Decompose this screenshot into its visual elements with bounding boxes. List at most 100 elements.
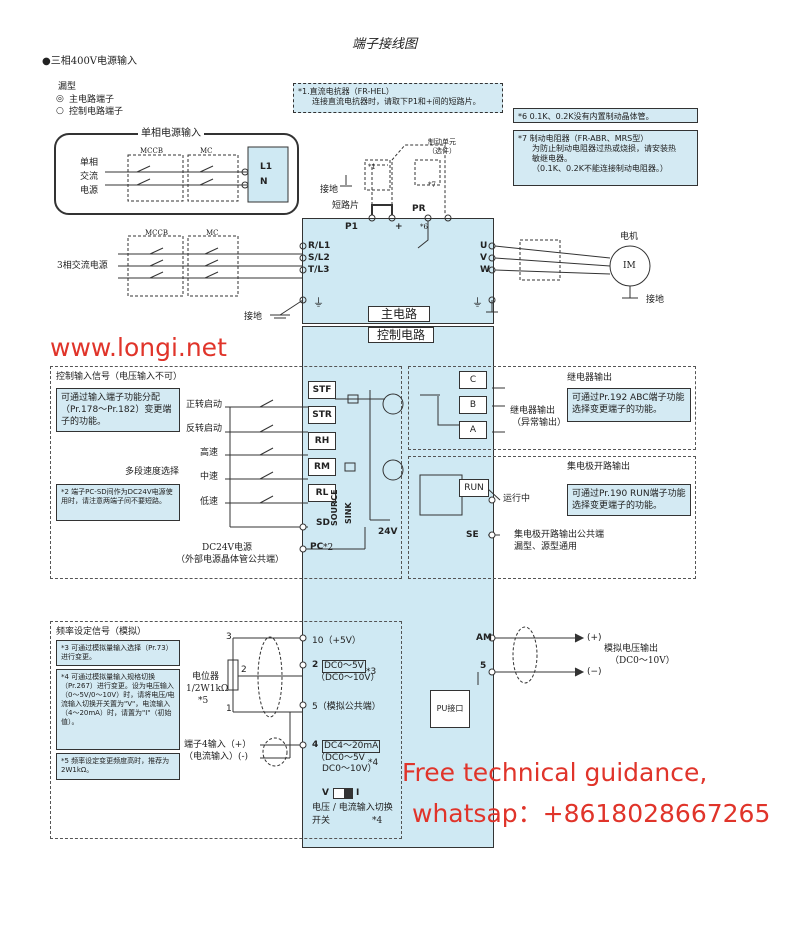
note-1: *1.直流电抗器（FR-HEL）连接直流电抗器时，请取下P1和+间的短路片。 (293, 83, 503, 113)
short-piece-label: 短路片 (332, 201, 360, 211)
control-input-group (50, 366, 402, 579)
collector-note: 可通过Pr.190 RUN端子功能选择变更端子的功能。 (567, 484, 691, 516)
single-source-3: 电源 (80, 186, 99, 196)
collector-heading: 集电极开路输出 (567, 462, 631, 472)
pot-pin-2: 2 (241, 665, 247, 675)
terminal-str: STR (308, 406, 336, 424)
ground-label-top: 接地 (320, 185, 339, 195)
terminal-l1: L1 (260, 162, 272, 172)
legend-control: 控制电路端子 (69, 107, 124, 117)
terminal-4-alt2: DC0～10V） (322, 764, 377, 774)
terminal-c: C (459, 371, 487, 389)
note-6: *6 0.1K、0.2K没有内置制动晶体管。 (513, 108, 698, 123)
watermark-whatsapp: whatsap：+8618028667265 (412, 799, 771, 828)
dc24-2: （外部电源晶体管公共端） (176, 555, 285, 565)
control-input-heading: 控制输入信号（电压输入不可） (56, 372, 183, 382)
terminal-4-note: *4 (368, 758, 379, 768)
legend-main: 主电路端子 (69, 95, 115, 105)
collector-common-1: 集电极开路输出公共端 (514, 530, 605, 540)
control-input-note: 可通过输入端子功能分配（Pr.178～Pr.182）变更端子的功能。 (56, 388, 180, 432)
analog-label-1: 模拟电压输出 (604, 644, 659, 654)
freq-heading: 频率设定信号（模拟） (56, 627, 147, 637)
brake-unit-2: （选件） (428, 147, 456, 155)
label-fwd: 正转启动 (186, 400, 223, 410)
terminal-tl3: T/L3 (308, 265, 330, 275)
single-source-1: 单相 (80, 158, 99, 168)
single-mccb-label: MCCB (140, 147, 164, 155)
terminal-pr: PR (412, 204, 426, 214)
legend-heading: 漏型 (58, 82, 77, 92)
relay-label-1: 继电器输出 (510, 406, 556, 416)
label-source: SOURCE (330, 489, 339, 526)
switch-note: *4 (372, 816, 383, 826)
pot-label-2: 1/2W1kΩ (186, 684, 229, 694)
terminal-2-alt: （DC0～10V） (316, 673, 380, 683)
terminal-stf: STF (308, 381, 336, 399)
relay-label-2: （异常输出） (512, 418, 567, 428)
label-low: 低速 (200, 497, 219, 507)
terminal-5-out: 5 (480, 661, 487, 671)
label-high: 高速 (200, 448, 219, 458)
terminal-rh: RH (308, 432, 336, 450)
terminal-se: SE (466, 530, 479, 540)
three-phase-source: 3相交流电源 (57, 261, 108, 271)
terminal-sl2: S/L2 (308, 253, 330, 263)
collector-group (408, 456, 696, 579)
terminal-rl1: R/L1 (308, 241, 331, 251)
mark-star1: *1 (368, 163, 376, 171)
pot-pin-1: 1 (226, 704, 232, 714)
ground-label-motor: 接地 (646, 295, 665, 305)
ground-label-left: 接地 (244, 312, 263, 322)
terminal-p1: P1 (345, 222, 358, 232)
label-sink: SINK (344, 502, 353, 524)
switch-label-2: 开关 (312, 816, 331, 826)
analog-label-2: （DC0～10V） (610, 656, 675, 666)
terminal-4-num: 4 (312, 740, 319, 750)
terminal-plus: + (395, 222, 403, 232)
motor-label: 电机 (620, 232, 639, 242)
analog-plus: (+) (587, 633, 602, 643)
terminal-run: RUN (459, 479, 489, 497)
terminal-v: V (480, 253, 487, 263)
freq-note-4: *4 可通过模拟量输入规格切换（Pr.267）进行变更。设为电压输入（0～5V/… (56, 669, 180, 750)
terminal-2-num: 2 (312, 660, 319, 670)
switch-toggle[interactable] (333, 788, 353, 799)
switch-i: I (356, 788, 360, 798)
three-mccb-label: MCCB (145, 229, 169, 237)
label-multi: 多段速度选择 (125, 467, 180, 477)
terminal-rl: RL (308, 484, 336, 502)
dc24-1: DC24V电源 (202, 543, 253, 553)
three-mc-label: MC (206, 229, 219, 237)
freq-note-5: *5 频率设定变更频度高时，推荐为2W1kΩ。 (56, 753, 180, 780)
label-rev: 反转启动 (186, 424, 223, 434)
terminal-u: U (480, 241, 488, 251)
control-input-note2: *2 端子PC-SD间作为DC24V电源使用时，请注意两端子间不要短路。 (56, 484, 180, 521)
label-mid: 中速 (200, 472, 219, 482)
watermark-guidance: Free technical guidance, (402, 758, 708, 787)
relay-group (408, 366, 696, 450)
single-phase-heading: 单相电源输入 (138, 128, 204, 140)
single-source-2: 交流 (80, 172, 99, 182)
pu-interface[interactable]: PU接口 (430, 690, 470, 728)
watermark-url: www.longi.net (50, 333, 227, 362)
terminal-10: 10（+5V） (312, 636, 361, 646)
collector-common-2: 漏型、源型通用 (514, 542, 578, 552)
control-terminal-icon: ○ (56, 106, 64, 116)
terminal-2-range: DC0～5V (322, 660, 366, 673)
label-running: 运行中 (503, 494, 531, 504)
terminal-4-range: DC4～20mA (322, 740, 381, 753)
terminal-n: N (260, 177, 268, 187)
terminal-2-note: *3 (366, 667, 377, 677)
ground-icon-left: ⏚ (313, 296, 324, 309)
note-7: *7 制动电阻器（FR-ABR、MRS型）为防止制动电阻器过热或烧损，请安装热敏… (513, 130, 698, 186)
t4-input-2: （电流输入）(-) (184, 752, 249, 762)
relay-heading: 继电器输出 (567, 373, 613, 383)
freq-group (50, 621, 402, 839)
switch-v: V (322, 788, 329, 798)
section-subtitle: ●三相400V电源输入 (42, 56, 138, 67)
ground-icon-right: ⏚ (472, 296, 483, 309)
mark-star7: *7 (428, 181, 436, 189)
main-circuit-label: 主电路 (368, 306, 430, 322)
terminal-4-alt1: （DC0～5V (316, 753, 365, 763)
